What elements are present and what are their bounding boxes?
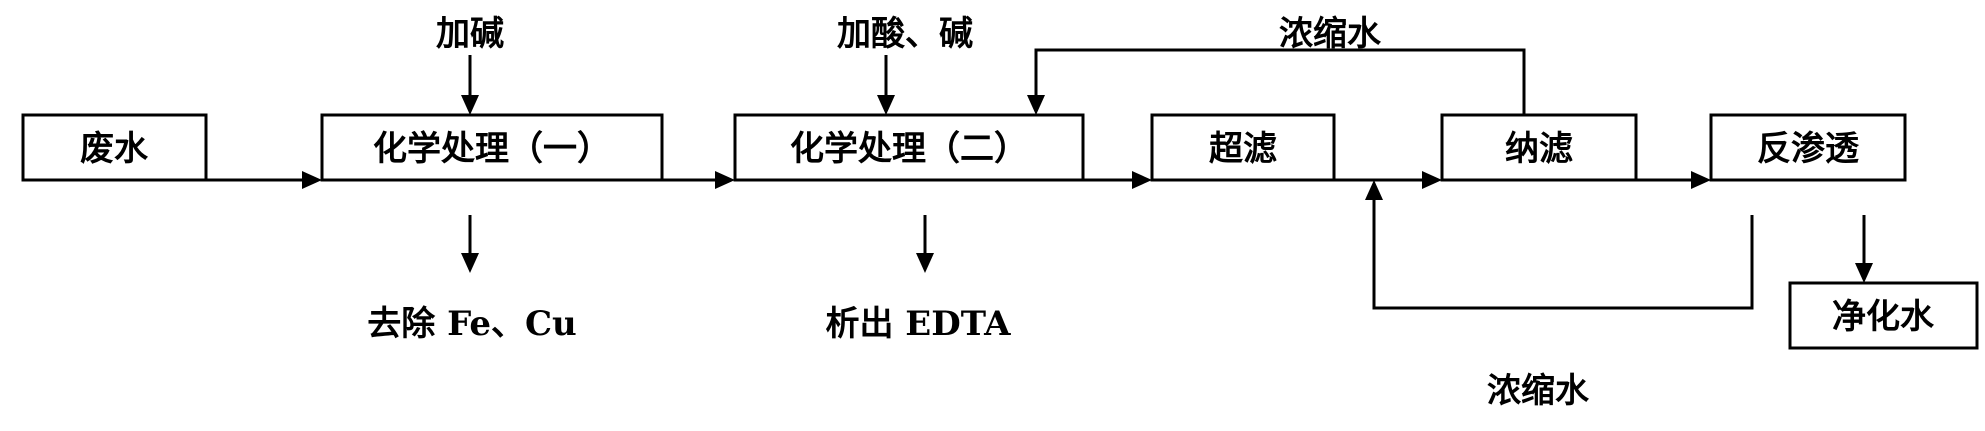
arrow-add-acid-base-input [877,55,895,115]
label-remove-fe-cu: 去除 Fe、Cu [367,304,577,344]
node-chemical-treatment-2-label: 化学处理（二） [790,129,1028,169]
node-reverse-osmosis-label: 反渗透 [1757,129,1860,169]
arrow-ro-to-purified-water [1855,215,1873,283]
node-chemical-treatment-2: 化学处理（二） [733,113,1085,182]
recycle-nf-concentrate-to-chem2 [1027,48,1526,115]
label-add-base: 加碱 [436,14,504,54]
node-wastewater: 废水 [21,113,208,182]
node-purified-water-label: 净化水 [1832,297,1935,337]
node-ultrafiltration: 超滤 [1150,113,1336,182]
arrow-add-base-input [461,55,479,115]
recycle-ro-concentrate-to-nf-inlet [1365,180,1754,310]
arrow-chem1-to-chem2 [662,171,735,189]
node-nanofiltration-label: 纳滤 [1505,129,1573,169]
arrow-wastewater-to-chem1 [206,171,322,189]
arrow-uf-to-nf [1334,171,1442,189]
arrow-nf-to-ro [1636,171,1711,189]
node-chemical-treatment-1: 化学处理（一） [320,113,664,182]
node-nanofiltration: 纳滤 [1440,113,1638,182]
arrow-chem2-to-uf [1083,171,1152,189]
node-chemical-treatment-1-label: 化学处理（一） [373,129,611,169]
arrow-precipitate-edta-output [916,215,934,273]
arrow-remove-fe-cu-output [461,215,479,273]
label-concentrate-bottom: 浓缩水 [1487,371,1590,411]
label-precipitate-edta: 析出 EDTA [825,304,1011,344]
node-wastewater-label: 废水 [80,129,149,169]
label-concentrate-top: 浓缩水 [1279,14,1382,54]
label-add-acid-base: 加酸、碱 [837,14,973,54]
node-ultrafiltration-label: 超滤 [1209,129,1277,169]
node-reverse-osmosis: 反渗透 [1709,113,1907,182]
node-purified-water: 净化水 [1788,281,1979,350]
